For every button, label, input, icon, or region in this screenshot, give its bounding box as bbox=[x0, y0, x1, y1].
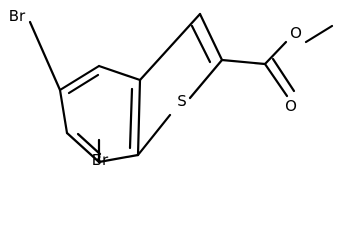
double-bond-c6-c7 bbox=[76, 132, 102, 156]
bond-c5-c4 bbox=[58, 64, 101, 92]
atom-label-br-top: Br bbox=[9, 7, 26, 25]
bond-carbonyl-o-double-2 bbox=[271, 57, 296, 93]
double-bond-c2-c3 bbox=[190, 24, 212, 64]
bond-o-ether-methyl bbox=[304, 24, 334, 44]
bond-c2-carbonyl bbox=[220, 58, 267, 66]
bond-c7-c6 bbox=[65, 131, 101, 164]
double-bond-c4-c5 bbox=[67, 73, 100, 95]
bond-carbonyl-o-double-1 bbox=[263, 62, 289, 98]
bond-c3-c2 bbox=[198, 12, 224, 62]
atom-label-oxygen-carbonyl: O bbox=[285, 97, 297, 115]
bond-c4-c3a bbox=[97, 64, 142, 82]
bond-c6-c5 bbox=[58, 88, 69, 135]
bond-c7a-c7 bbox=[97, 153, 140, 164]
atom-label-br-bottom: Br bbox=[92, 151, 109, 169]
atom-label-oxygen-ether: O bbox=[290, 24, 302, 42]
bond-s-c7a bbox=[136, 113, 172, 157]
double-bond-c3a-c7a bbox=[128, 87, 134, 150]
bond-c3a-c3 bbox=[138, 12, 202, 82]
bond-c5-br bbox=[28, 20, 62, 92]
atom-label-sulfur: S bbox=[177, 92, 187, 110]
bond-carbonyl-o-ether bbox=[263, 40, 288, 66]
structure-diagram: Br Br S O O bbox=[9, 7, 334, 169]
bond-c2-s bbox=[188, 58, 224, 100]
bond-c3a-c7a bbox=[136, 78, 142, 157]
